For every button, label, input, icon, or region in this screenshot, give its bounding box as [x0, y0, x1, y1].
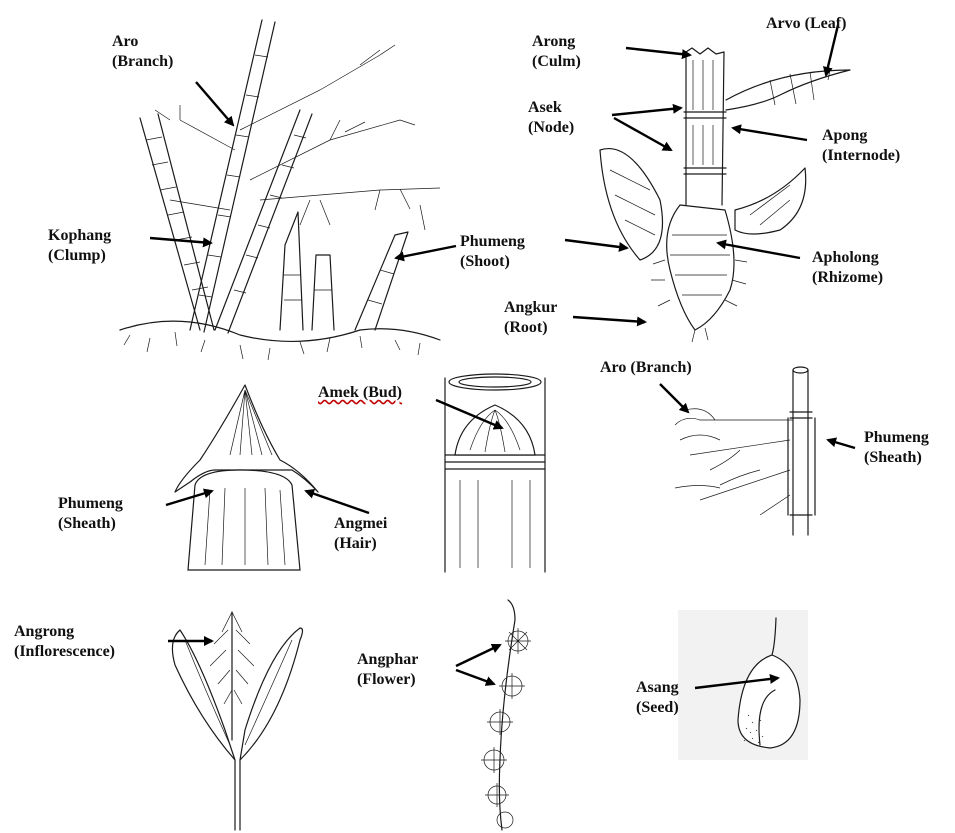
label-arong-culm: Arong(Culm): [532, 32, 581, 72]
culm-rhizome-drawing: [600, 48, 850, 342]
label-arvo-leaf: Arvo (Leaf): [766, 14, 846, 34]
arrow-phumeng-culm: [565, 240, 627, 248]
arrow-angmei: [306, 491, 369, 513]
arrow-kophang: [150, 238, 211, 243]
label-kophang-clump: Kophang(Clump): [48, 226, 111, 266]
flower-spike-drawing: [481, 600, 531, 830]
label-angkur-root: Angkur(Root): [504, 298, 557, 338]
arrow-asek-2: [614, 118, 671, 150]
sheath-hair-drawing: [175, 385, 318, 570]
label-asang-seed: Asang(Seed): [636, 678, 679, 718]
label-angmei-hair: Angmei(Hair): [334, 514, 387, 554]
arrow-phumeng-shoot: [396, 246, 456, 258]
arrow-aro-branch: [196, 82, 233, 125]
label-aro-branch-top: Aro(Branch): [112, 32, 173, 72]
arrow-phumeng-sheath-right: [828, 440, 855, 448]
label-angphar-flower: Angphar(Flower): [357, 650, 418, 690]
label-phumeng-sheath-right: Phumeng(Sheath): [864, 428, 929, 468]
inflorescence-drawing: [172, 612, 302, 830]
label-apong-internode: Apong(Internode): [822, 126, 900, 166]
label-amek-bud: Amek (Bud): [318, 383, 402, 403]
label-phumeng-shoot: Phumeng(Shoot): [460, 232, 525, 272]
label-apholong-rhizome: Apholong(Rhizome): [812, 248, 883, 288]
arrow-asek-1: [612, 108, 681, 115]
arrow-angphar-1: [456, 645, 500, 666]
pointer-arrows: [150, 25, 855, 688]
arrow-apong: [733, 128, 807, 140]
arrow-angkur: [573, 317, 645, 322]
label-angrong-inflorescence: Angrong(Inflorescence): [14, 622, 115, 662]
seed-drawing: [678, 610, 808, 760]
label-aro-branch-mid: Aro (Branch): [600, 358, 692, 378]
bud-drawing: [445, 374, 545, 572]
arrow-arong: [626, 48, 690, 55]
branch-sheath-drawing: [675, 367, 815, 535]
label-asek-node: Asek(Node): [528, 98, 574, 138]
label-phumeng-sheath-left: Phumeng(Sheath): [58, 494, 123, 534]
arrow-apholong: [718, 243, 800, 258]
arrow-angphar-2: [456, 670, 494, 684]
arrow-aro-branch-mid: [660, 384, 688, 412]
